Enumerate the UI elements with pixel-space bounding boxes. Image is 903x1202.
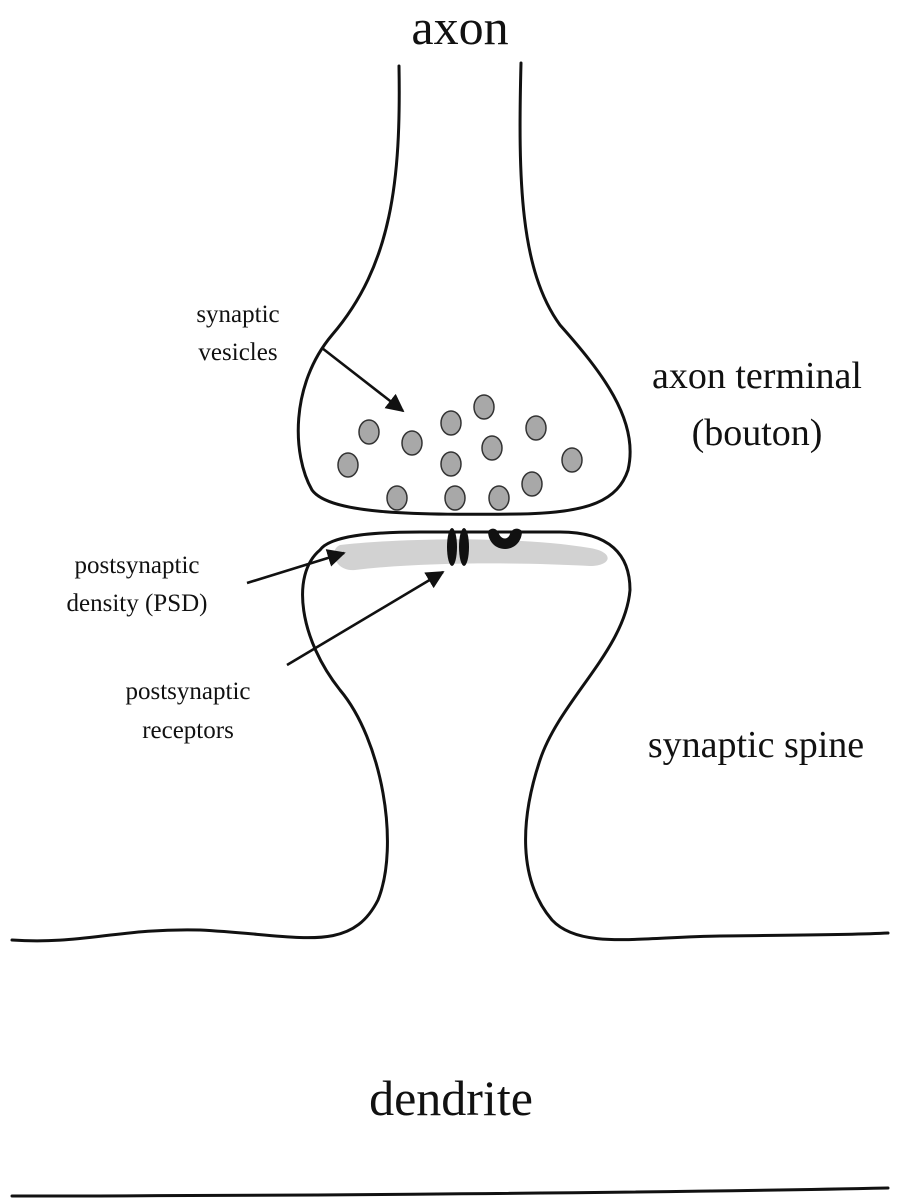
vesicle [474,395,494,419]
label-axon-terminal-line2: (bouton) [692,412,823,454]
vesicle [522,472,542,496]
synaptic-vesicles [338,395,582,510]
label-receptors-line1: postsynaptic [126,678,251,705]
arrow-synaptic-vesicles [322,348,403,411]
label-synaptic-vesicles-line2: vesicles [198,339,277,366]
vesicle [441,411,461,435]
vesicle [526,416,546,440]
receptor-channel-left [447,528,457,566]
label-receptors-line2: receptors [142,717,234,744]
axon-terminal-outline [298,63,630,514]
postsynaptic-density [334,539,608,570]
label-synaptic-spine: synaptic spine [648,724,864,766]
vesicle [445,486,465,510]
label-dendrite: dendrite [369,1070,533,1126]
vesicle [562,448,582,472]
vesicle [489,486,509,510]
label-axon-terminal-line1: axon terminal [652,355,862,397]
vesicle [482,436,502,460]
label-psd-line1: postsynaptic [75,552,200,579]
dendrite-bottom-membrane [12,1188,888,1196]
receptor-channel-right [459,528,469,566]
arrow-postsynaptic-receptors [287,572,443,665]
label-axon: axon [411,0,508,55]
label-psd-line2: density (PSD) [67,590,208,617]
vesicle [359,420,379,444]
vesicle [387,486,407,510]
vesicle [402,431,422,455]
vesicle [441,452,461,476]
arrow-postsynaptic-density [247,553,344,583]
vesicle [338,453,358,477]
label-synaptic-vesicles-line1: synaptic [196,301,279,328]
